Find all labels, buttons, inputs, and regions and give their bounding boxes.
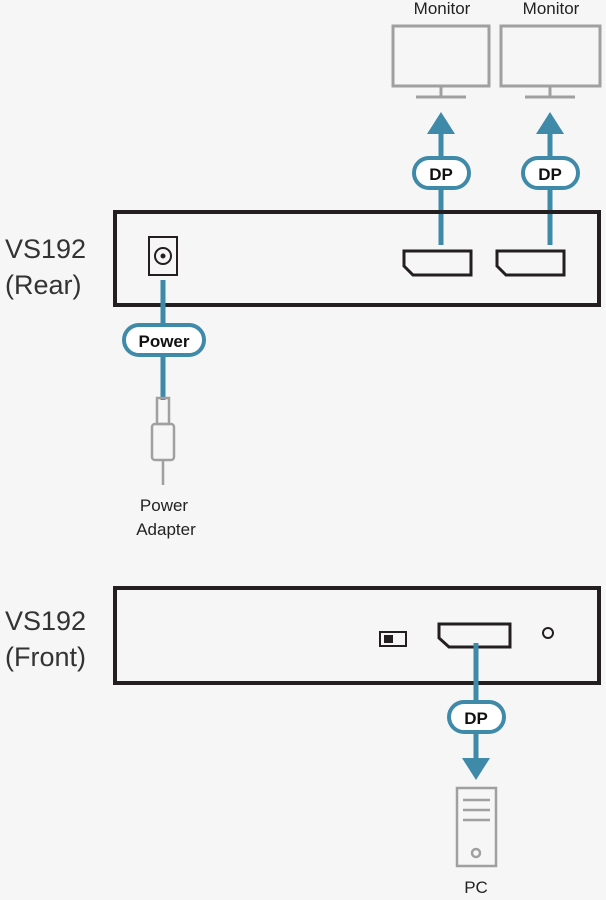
- dp-badge-1: DP: [412, 156, 471, 190]
- power-badge-label: Power: [138, 332, 189, 351]
- pc-label: PC: [464, 878, 488, 897]
- power-jack-icon: [148, 236, 178, 276]
- dp-badge-front: DP: [447, 700, 506, 734]
- dp-badge-2-label: DP: [538, 165, 562, 184]
- dp-port-rear-2-icon: [495, 249, 566, 277]
- power-adapter-label-line2: Adapter: [136, 520, 196, 539]
- dp-port-front-icon: [437, 622, 512, 649]
- monitor-1-icon: [391, 24, 491, 99]
- power-adapter-icon: [150, 396, 176, 485]
- dp-port-rear-1-icon: [402, 249, 473, 277]
- pc-tower-icon: [455, 786, 498, 868]
- front-title-line2: (Front): [5, 642, 86, 672]
- monitor-2-icon: [499, 24, 602, 99]
- rear-title-line2: (Rear): [5, 270, 82, 300]
- switch-icon: [379, 631, 407, 647]
- front-title-line1: VS192: [5, 606, 86, 636]
- dp-badge-front-label: DP: [464, 709, 488, 728]
- monitor-2-label: Monitor: [523, 0, 580, 18]
- monitor-1-label: Monitor: [414, 0, 471, 18]
- dp-badge-1-label: DP: [429, 165, 453, 184]
- led-indicator-icon: [542, 627, 554, 639]
- front-panel: [113, 586, 601, 685]
- power-adapter-label-line1: Power: [140, 496, 189, 515]
- rear-title-line1: VS192: [5, 234, 86, 264]
- rear-panel: [113, 210, 601, 307]
- power-badge: Power: [122, 323, 206, 357]
- dp-badge-2: DP: [521, 156, 580, 190]
